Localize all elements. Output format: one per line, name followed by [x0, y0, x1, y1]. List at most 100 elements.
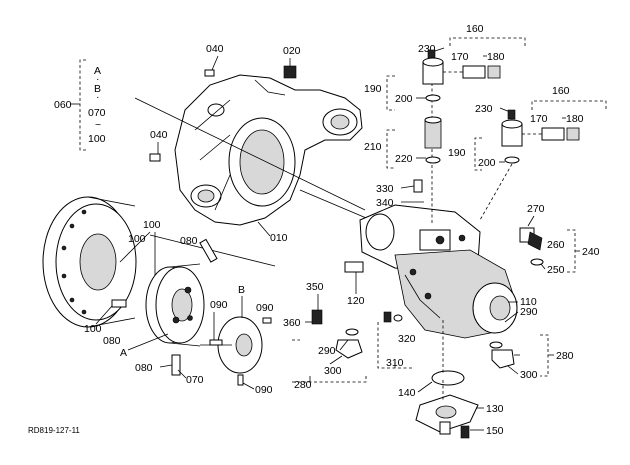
elbow-280-right	[491, 349, 515, 369]
callout-290-right: 290	[520, 306, 538, 318]
callout-360: 360	[283, 317, 301, 329]
callout-010: 010	[270, 232, 288, 244]
callout-300-right: 300	[520, 369, 538, 381]
callout-080-bottom: 080	[135, 362, 153, 374]
right-fittings: 270 260 250 240 290 300 280	[489, 203, 600, 381]
callout-280-left: 280	[294, 379, 312, 391]
callout-120: 120	[347, 295, 365, 307]
plug-150	[460, 425, 470, 439]
plug-330	[413, 179, 423, 193]
fitting-120	[344, 261, 364, 273]
callout-080-left: 080	[103, 335, 121, 347]
plug-320	[383, 311, 392, 323]
callout-350: 350	[306, 281, 324, 293]
sensor-350	[311, 309, 323, 325]
callout-090-right: 090	[256, 302, 274, 314]
pin-040-left	[149, 153, 161, 162]
cap-180-top	[487, 65, 501, 79]
center-fittings: 350 360 290 300 280 320 310	[283, 281, 416, 391]
marker-A: A	[120, 347, 127, 359]
callout-100-bottom: 100	[84, 323, 102, 335]
relief-valve-170-top	[462, 65, 486, 79]
group-dot-2: ·	[96, 91, 100, 103]
callout-230-right: 230	[475, 103, 493, 115]
callout-180-top: 180	[487, 51, 505, 63]
group-dot-1: ·	[96, 73, 100, 85]
o-ring-200-right	[504, 156, 520, 164]
callout-320: 320	[398, 333, 416, 345]
callout-160-right: 160	[552, 85, 570, 97]
callout-260: 260	[547, 239, 565, 251]
o-ring-290-left	[345, 328, 359, 336]
group-label-100: 100	[88, 133, 106, 145]
group-label-070: 070	[88, 107, 106, 119]
callout-270: 270	[527, 203, 545, 215]
callout-290-left: 290	[318, 345, 336, 357]
pin-090-a	[209, 339, 223, 346]
elbow-280-left	[335, 339, 363, 359]
o-ring-250	[530, 258, 544, 266]
callout-100-top: 100	[143, 219, 161, 231]
bolt-070	[171, 354, 181, 376]
callout-300-left: 300	[324, 365, 342, 377]
coupling-callouts: 100 100 080 100 080 A 080 070 B 090 090 …	[84, 219, 274, 396]
group-060-bracket: 060 A · B · 070 ~ 100	[54, 59, 106, 151]
callout-090-bottom: 090	[255, 384, 273, 396]
o-ring-200-top	[425, 94, 441, 102]
pin-090-c	[237, 374, 244, 386]
callout-200-right: 200	[478, 157, 496, 169]
o-ring-290-right	[489, 341, 503, 349]
plug-230-right	[507, 109, 516, 120]
right-valve-group: 160 230 170 180 190 200	[448, 85, 607, 221]
flywheel	[42, 196, 137, 328]
marker-B: B	[238, 284, 245, 296]
pin-090-b	[262, 317, 272, 324]
callout-240: 240	[582, 246, 600, 258]
group-label-B: B	[94, 83, 101, 95]
callout-140: 140	[398, 387, 416, 399]
callout-110: 110	[520, 296, 537, 308]
group-tilde: ~	[95, 119, 101, 131]
callout-220: 220	[395, 153, 413, 165]
callout-020: 020	[283, 45, 301, 57]
callout-060: 060	[54, 99, 72, 111]
top-valve-group: 160 230 170 180 190 200 210 220	[364, 23, 526, 169]
o-ring-140	[431, 370, 465, 386]
hub-plate	[200, 316, 263, 374]
flange-130	[415, 394, 479, 435]
axle-housing	[174, 74, 363, 226]
callout-210: 210	[364, 141, 382, 153]
axis-line-upper	[134, 97, 366, 211]
callout-100-mid: 100	[128, 233, 146, 245]
plug-020	[283, 65, 297, 79]
o-ring-220	[425, 156, 441, 164]
callout-280-right: 280	[556, 350, 574, 362]
callout-170-right: 170	[530, 113, 548, 125]
housing-callouts: 040 020 040 010	[149, 43, 301, 244]
callout-340: 340	[376, 197, 394, 209]
callout-310: 310	[386, 357, 404, 369]
hst-pump	[359, 204, 518, 339]
relief-valve-170-right	[541, 127, 565, 141]
bolt-080-left	[111, 299, 127, 308]
callout-080-top: 080	[180, 235, 198, 247]
callout-330: 330	[376, 183, 394, 195]
callout-190-right: 190	[448, 147, 466, 159]
callout-040-top: 040	[206, 43, 224, 55]
callout-160-top: 160	[466, 23, 484, 35]
callout-040-left: 040	[150, 129, 168, 141]
cap-180-right	[566, 127, 580, 141]
callout-250: 250	[547, 264, 565, 276]
spool-210	[424, 119, 442, 149]
bolt-080-top	[199, 238, 218, 263]
callout-190-top: 190	[364, 83, 382, 95]
callout-070: 070	[186, 374, 204, 386]
pin-040-top	[204, 69, 215, 77]
diagram-code: RD819-127-11	[28, 426, 80, 435]
callout-130: 130	[486, 403, 504, 415]
callout-170-top: 170	[451, 51, 469, 63]
pump-callouts: 110 120 140 130 150 330 340	[347, 179, 537, 437]
coupling	[145, 263, 205, 347]
